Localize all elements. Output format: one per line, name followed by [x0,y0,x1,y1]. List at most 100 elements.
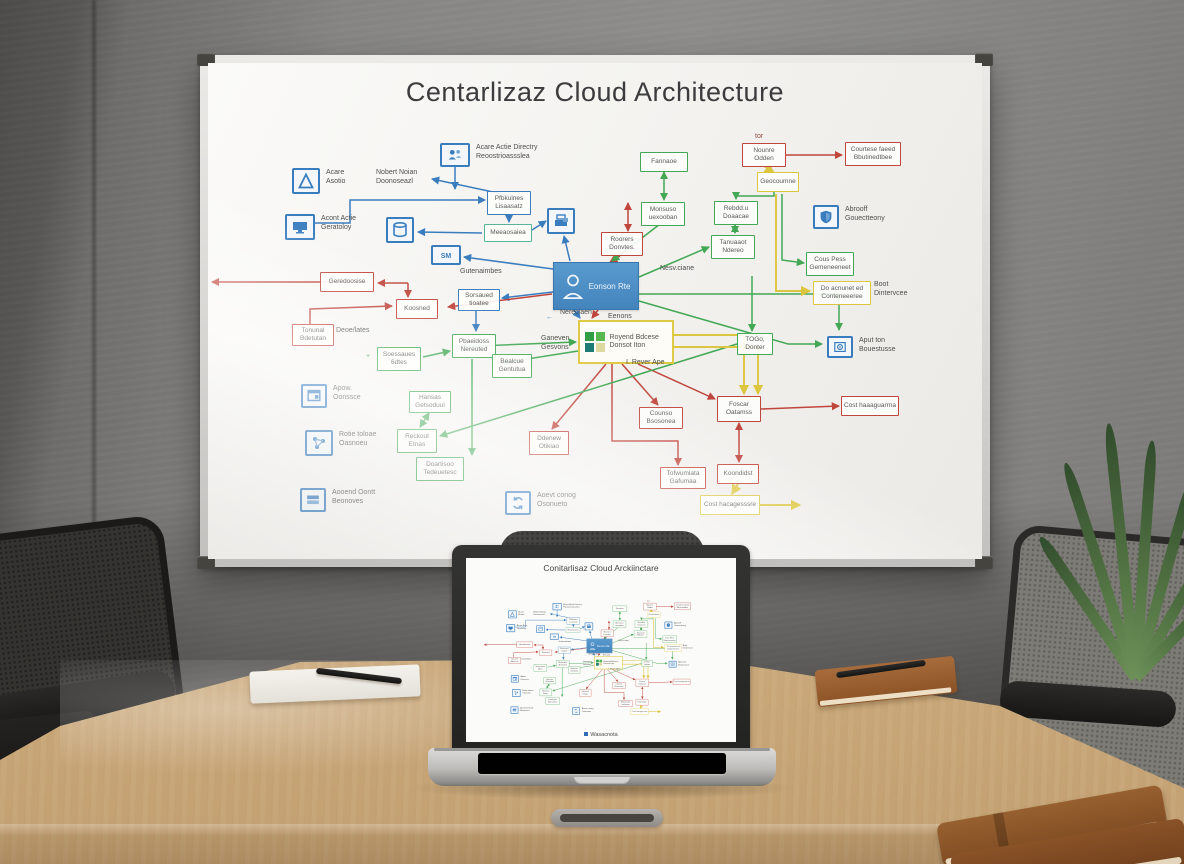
mini-icon-label-monitor: Acont Actie Geratoloy [516,624,528,630]
mini-icon-label-app: Apow. Oonssce [520,675,529,681]
mini-diagram-box-g4: Tanuaaot Ndereo [633,630,648,638]
mini-hub-label: Eonson Rte [597,644,610,648]
mini-diagram-box-r5: Nounre Odden [643,603,657,611]
azure-triangle-icon [292,168,320,194]
mini-monitor-icon [506,624,516,633]
network-nodes-icon [305,430,333,456]
diagram-annotation-t4: Nereciaen [560,309,592,316]
laptop-base [428,748,776,786]
diagram-box-g12: Doartisoo Tedeuetesc [416,457,464,481]
mini-person-icon [589,642,596,650]
icon-label-monitor: Acont Actie Geratoloy [321,215,357,231]
monitor-icon [285,214,315,240]
sync-arrows-icon [505,491,531,515]
mini-diagram-annotation-t7: I. Rever Ape [608,667,620,670]
diagram-annotation-t3: Nesv.ciane [660,265,695,272]
diagram-annotation-t7: I. Rever Ape [626,359,665,366]
diagram-box-r3: Tonunal Bdetutan [292,324,334,346]
laptop-lid-notch [574,777,630,784]
mini-diagram-box-y1: Geocoumne [647,611,661,618]
mini-storage-icon [510,706,519,714]
diagram-ms-service-box: Royend Bdcese Donsot Iton [578,320,674,364]
diagram-annotation-t8: Deoe/lates [336,327,370,334]
table-cable-grommet [551,809,663,827]
mini-diagram-annotation-t1: Nobert Noian Doonoseazl [533,610,546,616]
mini-diagram-ms-service-box: Royend Bdcese Donsot Iton [594,656,623,670]
mini-diagram-box-r11: Tofwumlata Gafumaa [618,700,633,707]
users-icon [440,143,470,167]
diagram-annotation-t10: tor [755,133,764,140]
diagram-box-g10: Hansas Getsoduul [409,391,451,413]
sm-text-icon: SM [431,245,461,265]
mini-icon-label-molecule: Rotie toloae Oasnoeu [522,689,534,695]
mini-diagram-box-g11: Reckout Etnas [539,688,552,696]
mini-diagram-annotation-t12: ← [584,654,587,657]
mini-diagram-box-g9: Bealcue Gentutua [568,666,581,674]
diagram-box-r8: Counso Bsosonea [639,407,683,429]
mini-azure-triangle-icon [508,610,517,619]
mini-diagram-annotation-t11: + [530,666,532,669]
shield-icon [813,205,839,229]
grommet-slot [560,814,654,822]
mini-diagram-box-r2: Koosned [539,649,552,656]
whiteboard-corner-cap [197,53,215,66]
mini-diagram-box-r4: Roorers Donvtes. [600,629,614,637]
icon-label-storage: Aooend Oontt Beonoves [332,489,376,505]
mini-diagram-box-g1: Fannaoe [612,605,627,612]
diagram-box-g5: Cous Pess Gemeneeneet [806,252,854,276]
diagram-box-y2: Do acnunet ed Conteneeeree [813,281,871,305]
diagram-annotation-t12: ← [546,314,553,321]
diagram-box-g3: Rebdd.u Doaacae [714,201,758,225]
diagram-box-r10: Cost haaaguarrna [841,396,899,416]
diagram-box-r11: Tofwumlata Gafumaa [660,467,706,489]
mini-diagram-annotation-t10: tor [647,600,650,603]
mini-diagram-box-g7: Pbaeidoss Nereuted [556,660,570,668]
diagram-box-g7: Pbaeidoss Nereuted [452,334,496,358]
mini-printer-icon [584,622,594,631]
printer-icon [547,208,575,234]
mini-diagram-box-g12: Doartisoo Tedeuetesc [545,697,560,705]
mini-diagram-box-g3: Rebdd.u Doaacae [634,620,648,628]
diagram-box-g9: Bealcue Gentutua [492,354,532,378]
mini-diagram-box-r1: Geredoosise [516,641,533,648]
icon-label-sync: Aoevt conog Osonueto [537,492,576,508]
diagram-box-g6: TOGo, Donter [737,333,773,355]
mini-diagram-box-b1: Pfbkuines Lisaasatz [566,617,580,625]
mini-diagram-annotation-t9: Boot Dintervcee [682,644,693,650]
laptop-screen: Conitarlisaz Cloud Arckiinctare Acare As… [452,545,750,751]
app-window-icon [301,384,327,408]
mini-diagram-annotation-t2: Gutenaimbes [558,640,572,643]
mini-diagram-box-g2: Monsuso uexooban [612,620,627,628]
whiteboard-surface: Centarlizaz Cloud Architecture Acare Aso… [208,63,982,559]
whiteboard-corner-cap [197,556,215,569]
mini-icon-label-shield: Abrooff Gouectteony [674,621,687,627]
diagram-box-b3: Sorsaued tioatee [458,289,500,311]
mini-diagram-box-g5: Cous Pess Gemeneeneet [662,635,677,643]
mini-diagram-annotation-t3: Nesv.ciane [618,639,629,642]
msbox-label: Royend Bdcese Donsot Iton [609,333,659,349]
whiteboard-corner-cap [975,53,993,66]
mini-diagram-box-b2: Meeaosaiea [565,627,581,633]
mini-sm-text-icon: SM [549,633,559,640]
storage-icon [300,488,326,512]
mini-four-squares-logo-icon [596,659,602,666]
mini-icon-label-sync: Aoevt conog Osonueto [581,707,594,713]
icon-label-shield: Abrooff Gouectteony [845,206,885,222]
mini-diagram-box-r6: Courtese faeed Bbutinedtbee [674,602,691,610]
mini-diagram-box-g8: Soessaues 6dtes [533,664,547,672]
mini-diagram-box-r12: Koondidst [635,699,649,706]
diagram-box-r12: Koondidst [717,464,759,484]
mini-diagram-box-r10: Cost haaaguarrna [672,678,691,685]
icon-label-app: Apow. Oonssce [333,385,361,401]
mini-icon-label-people: Acare Actie Directry Reoostrioassslea [563,603,582,609]
mini-sync-arrows-icon [572,707,580,715]
mini-network-nodes-icon [512,689,521,697]
diagram-box-r7: Ddenew Otikiao [529,431,569,455]
svg-text:SM: SM [553,636,556,638]
mini-diagram-annotation-t6: Ganeven Gesvons [582,660,592,666]
diagram-box-r9: Foscar Oatamss [717,396,761,422]
diagram-box-g8: Soessaues 6dtes [377,347,421,371]
mini-diagram-box-y2: Do acnunet ed Conteneeeree [664,644,682,652]
mini-app-service-icon [668,660,677,668]
